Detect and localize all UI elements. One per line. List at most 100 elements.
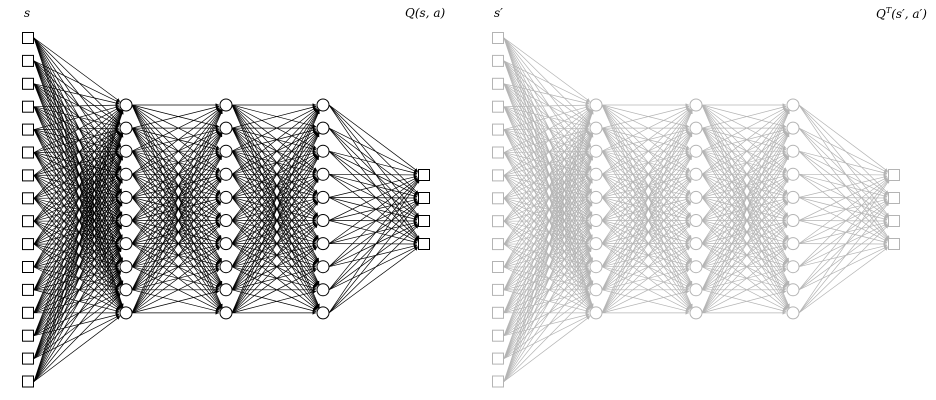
connection	[33, 202, 123, 382]
connection	[503, 110, 593, 313]
connection	[798, 104, 889, 172]
connection	[33, 271, 122, 382]
connection	[503, 202, 593, 382]
connection	[33, 60, 121, 125]
connection	[701, 197, 787, 242]
connection	[231, 173, 317, 219]
connection	[503, 151, 590, 176]
target-network-layer-1	[589, 98, 603, 320]
connection	[798, 244, 888, 268]
connection	[503, 244, 590, 268]
hidden-node	[316, 167, 330, 181]
connection	[231, 201, 318, 291]
connection	[701, 154, 788, 221]
connection	[701, 201, 789, 314]
hidden-node	[589, 306, 603, 320]
connection	[601, 109, 692, 221]
connection	[798, 201, 889, 267]
connection	[601, 289, 690, 313]
connection	[701, 131, 788, 198]
connection	[131, 155, 221, 244]
connection	[33, 130, 120, 176]
connection	[701, 197, 787, 220]
connection	[601, 174, 691, 263]
connection	[701, 109, 789, 221]
connection	[131, 150, 220, 196]
hidden-node	[689, 190, 703, 204]
connection	[231, 151, 317, 175]
connection	[131, 150, 221, 218]
input-node	[492, 169, 504, 182]
connection	[798, 247, 889, 314]
connection	[33, 109, 123, 268]
connection	[33, 316, 121, 382]
connection	[131, 127, 220, 173]
connection	[503, 109, 592, 245]
connection	[601, 220, 691, 287]
hidden-node	[589, 98, 603, 112]
connection	[701, 104, 787, 149]
connection	[601, 223, 691, 291]
connection	[503, 110, 594, 382]
output-node	[418, 215, 430, 227]
connection	[328, 200, 418, 244]
connection	[231, 246, 318, 314]
connection	[328, 179, 420, 314]
connection	[328, 173, 418, 198]
hidden-node	[689, 306, 703, 320]
connection	[131, 127, 222, 263]
connection	[503, 83, 591, 149]
connection	[503, 266, 590, 311]
connection	[503, 200, 591, 268]
connection	[701, 155, 789, 267]
connection	[701, 150, 788, 240]
connection	[33, 313, 120, 337]
connection	[231, 108, 318, 198]
connection	[33, 129, 123, 285]
connection	[131, 174, 221, 241]
hidden-node	[786, 214, 800, 227]
target-output-sup: T	[885, 6, 892, 15]
connection	[131, 220, 221, 310]
output-node	[418, 169, 430, 181]
output-node	[888, 192, 900, 204]
q-network-edges	[33, 37, 420, 382]
connection	[231, 243, 317, 267]
connection	[798, 173, 888, 177]
connection	[503, 175, 590, 197]
connection	[131, 109, 223, 267]
hidden-node	[219, 190, 233, 204]
connection	[131, 246, 221, 314]
connection	[503, 220, 590, 244]
connection	[328, 127, 419, 195]
connection	[33, 179, 123, 382]
connection	[503, 109, 593, 268]
connection	[33, 174, 120, 199]
hidden-node	[589, 283, 603, 297]
connection	[33, 83, 120, 105]
connection	[33, 200, 121, 268]
connection	[328, 201, 419, 267]
connection	[503, 60, 591, 148]
connection	[33, 60, 123, 216]
connection	[701, 201, 788, 291]
connection	[503, 107, 590, 153]
connection	[231, 104, 319, 239]
connection	[601, 109, 693, 267]
connection	[131, 131, 221, 198]
hidden-node	[786, 260, 800, 274]
connection	[131, 151, 220, 175]
connection	[701, 243, 787, 288]
connection	[33, 223, 121, 291]
connection	[701, 133, 790, 314]
connection	[33, 243, 120, 288]
connection	[503, 152, 590, 196]
connection	[701, 224, 788, 314]
connection	[798, 150, 889, 241]
connection	[33, 315, 120, 359]
connection	[503, 220, 590, 265]
connection	[701, 128, 787, 152]
hidden-node	[316, 237, 330, 251]
connection	[701, 245, 787, 291]
connection	[503, 106, 590, 150]
